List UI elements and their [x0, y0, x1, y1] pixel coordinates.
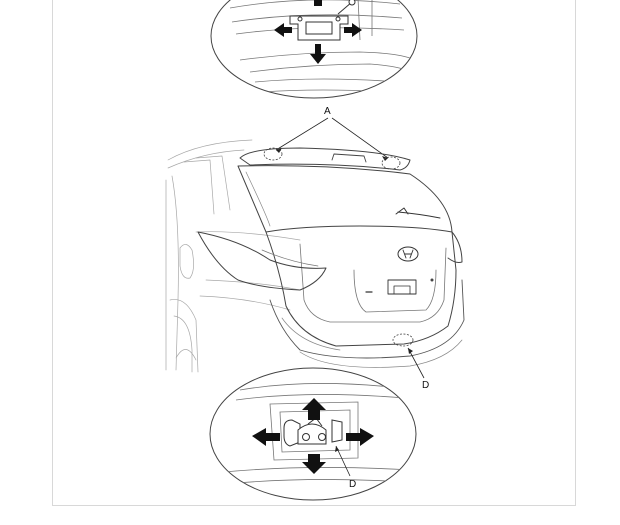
latch-striker: [283, 417, 343, 447]
callout-d-detail-leader: [335, 445, 351, 477]
arrow-right-icon: [344, 23, 362, 37]
label-d-main: D: [422, 380, 429, 391]
hinge-bracket: [289, 0, 356, 41]
top-detail-ellipse: [210, 0, 418, 99]
right-frame-line: [575, 0, 576, 505]
arrow-left-icon: [274, 23, 292, 37]
vehicle-side-lines: [165, 139, 301, 373]
top-detail-arrows: [274, 0, 362, 64]
callout-a: A: [263, 106, 401, 170]
arrow-down-icon: [310, 44, 326, 64]
bottom-detail-view: D: [209, 367, 417, 501]
arrow-up-icon: [302, 398, 326, 420]
label-a: A: [324, 106, 331, 117]
arrow-right-icon: [346, 428, 374, 446]
callout-circle-d: [392, 333, 414, 347]
vehicle-rear-view: [165, 139, 465, 373]
label-d-detail: D: [349, 479, 356, 490]
arrow-down-icon: [302, 454, 326, 474]
callout-d-main: D: [392, 333, 429, 391]
bottom-frame-line: [52, 505, 576, 506]
top-detail-view: [210, 0, 418, 99]
callout-circle-a-right: [381, 156, 401, 170]
left-frame-line: [52, 0, 53, 505]
callout-circle-a-left: [263, 147, 283, 161]
arrow-left-icon: [252, 428, 280, 446]
arrow-up-icon: [314, 0, 322, 6]
bottom-detail-arrows: [252, 398, 374, 474]
